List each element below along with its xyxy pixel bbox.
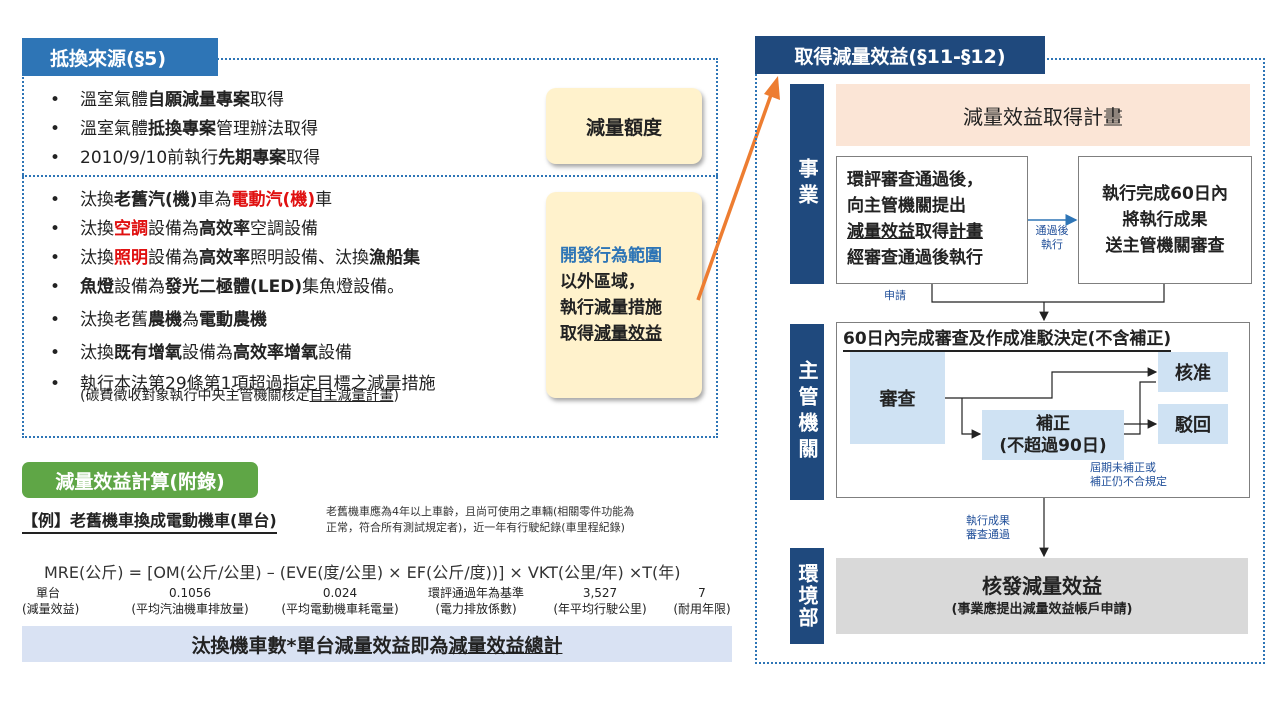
benefit-line-3: 執行減量措施 [560, 298, 662, 318]
list-item: 溫室氣體抵換專案管理辦法取得 [50, 115, 320, 144]
formula-term: 0.024(平均電動機車耗電量) [281, 586, 399, 616]
source-divider [22, 175, 718, 177]
benefit-box: 開發行為範圍 以外區域， 執行減量措施 取得減量效益 [546, 192, 702, 398]
benefit-panel-title: 取得減量效益(§11-§12) [755, 36, 1045, 74]
side-label-business: 事業 [790, 84, 824, 284]
formula: MRE(公斤) = [OM(公斤/公里) – (EVE(度/公里) × EF(公… [44, 563, 681, 582]
reject-note: 屆期未補正或補正仍不合規定 [1090, 461, 1167, 488]
benefit-line-2: 以外區域， [560, 272, 645, 292]
list-item: 汰換照明設備為高效率照明設備、汰換漁船集 [50, 244, 435, 273]
apply-label: 申請 [884, 289, 906, 302]
side-label-env: 環境部 [790, 548, 824, 644]
approve-box: 核准 [1158, 352, 1228, 392]
source-group-1: 溫室氣體自願減量專案取得 溫室氣體抵換專案管理辦法取得 2010/9/10前執行… [50, 86, 320, 173]
list-item-note: (碳費徵收對象執行中央主管機關核定自主減量計畫) [80, 388, 399, 404]
review-title: 60日內完成審查及作成准駁決定(不含補正) [843, 328, 1172, 352]
correction-box: 補正(不超過90日) [982, 410, 1124, 460]
source-title: 抵換來源(§5) [22, 38, 218, 76]
benefit-line-4: 取得減量效益 [560, 324, 662, 344]
link-arrow [696, 76, 780, 301]
list-item-continued: 魚燈設備為發光二極體(LED)集魚燈設備。 [50, 273, 435, 302]
quota-box: 減量額度 [546, 88, 702, 164]
side-label-authority: 主管機關 [790, 324, 824, 500]
review-box: 審查 [850, 352, 945, 444]
list-item: 汰換老舊農機為電動農機 [50, 306, 435, 335]
execute-box: 執行完成60日內 將執行成果 送主管機關審查 [1078, 156, 1252, 284]
source-group-2: 汰換老舊汽(機)車為電動汽(機)車 汰換空調設備為高效率空調設備 汰換照明設備為… [50, 186, 435, 399]
formula-term: 3,527(年平均行駛公里) [553, 586, 647, 616]
formula-term: 0.1056(平均汽油機車排放量) [131, 586, 249, 616]
list-item: 執行本法第29條第1項超過指定目標之減量措施 [50, 370, 435, 399]
formula-term: 單台(減量效益) [22, 586, 80, 616]
list-item: 2010/9/10前執行先期專案取得 [50, 144, 320, 173]
example-note: 老舊機車應為4年以上車齡，且尚可使用之車輛(相關零件功能為 正常，符合所有測試規… [326, 505, 635, 534]
plan-box: 減量效益取得計畫 [836, 84, 1250, 146]
reject-box: 駁回 [1158, 404, 1228, 444]
formula-term: 7(耐用年限) [673, 586, 731, 616]
issue-box: 核發減量效益 (事業應提出減量效益帳戶申請) [836, 558, 1248, 634]
apply-box: 環評審查通過後， 向主管機關提出 減量效益取得計畫 經審查通過後執行 [836, 156, 1028, 284]
result-label: 執行成果審查通過 [966, 514, 1010, 541]
total-banner: 汰換機車數*單台減量效益即為減量效益總計 [22, 626, 732, 662]
list-item: 溫室氣體自願減量專案取得 [50, 86, 320, 115]
example-title: 【例】老舊機車換成電動機車(單台) [22, 510, 277, 534]
quota-label: 減量額度 [585, 116, 662, 139]
calc-title: 減量效益計算(附錄) [22, 462, 258, 498]
list-item: 汰換空調設備為高效率空調設備 [50, 215, 435, 244]
list-item: 汰換既有增氧設備為高效率增氧設備 [50, 339, 435, 368]
benefit-line-1: 開發行為範圍 [560, 246, 662, 266]
formula-term: 環評通過年為基準(電力排放係數) [427, 586, 524, 616]
list-item: 汰換老舊汽(機)車為電動汽(機)車 [50, 186, 435, 215]
pass-label: 通過後執行 [1035, 224, 1069, 251]
